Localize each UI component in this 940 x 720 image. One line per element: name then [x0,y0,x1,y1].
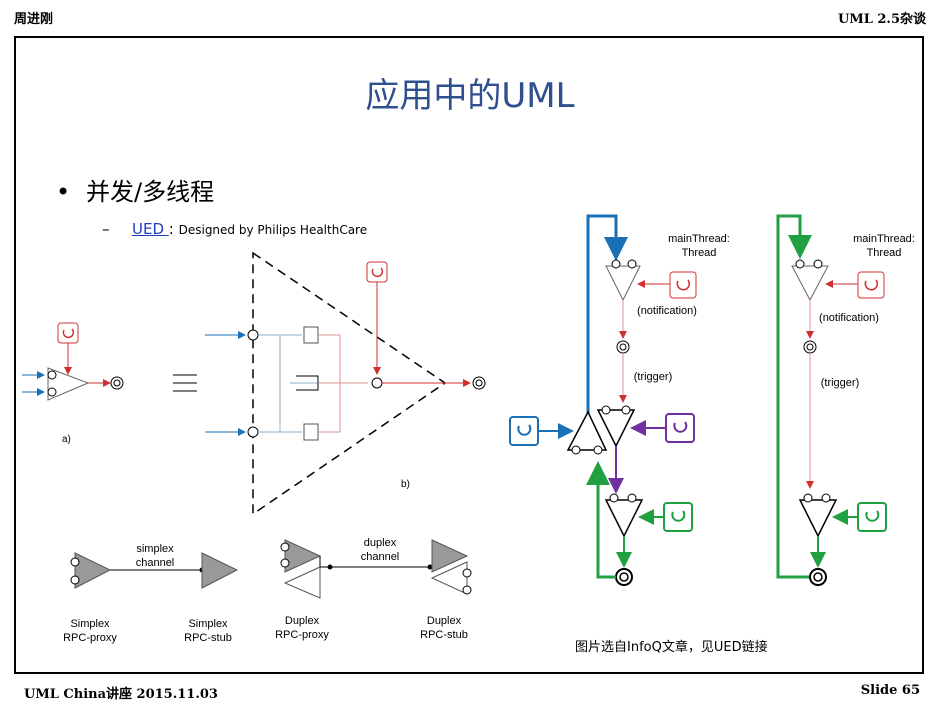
bullet-marker: • [56,178,71,206]
trigger-icon [857,271,885,299]
simplex-stub-label-1: Simplex [188,618,228,630]
header-topic: UML 2.5杂谈 [837,12,926,27]
main-thread-label-1: mainThread: [668,233,730,245]
sub-sep: : [168,220,179,238]
notification-label-1: (notification) [637,305,697,317]
diagram-b: b) [205,251,486,516]
sub-item: – UED : Designed by Philips HealthCare [102,220,367,238]
footer-event: UML China讲座 2015.11.03 [24,687,218,702]
sub-marker: – [102,220,110,238]
rpc-diagrams: simplex channel Simplex RPC-proxy Simple… [63,537,472,644]
slide-frame [14,36,924,674]
label-a: a) [62,434,71,445]
duplex-stub-label-1: Duplex [427,615,462,627]
port-icon [47,387,57,397]
header-author: 周进刚 [14,12,54,27]
trigger-icon [665,413,695,443]
label-b: b) [401,479,410,490]
sub-text: Designed by Philips HealthCare [178,223,368,237]
trigger-icon [669,271,697,299]
duplex-stub-label-2: RPC-stub [420,629,468,641]
trigger-label-1: (trigger) [634,371,673,383]
trigger-icon [57,322,79,344]
notification-label-2: (notification) [819,312,879,324]
slide-title: 应用中的UML [365,76,575,116]
diagram-a: a) [22,322,197,445]
simplex-channel-label-2: channel [136,557,175,569]
duplex-proxy-label-2: RPC-proxy [275,629,329,641]
duplex-proxy-label-1: Duplex [285,615,320,627]
bullet-item: • 并发/多线程 [56,172,214,207]
main-thread-label-2: Thread [682,247,717,259]
xor-port-icon [47,370,57,380]
trigger-icon [509,416,539,446]
cycle-icon [62,328,75,339]
simplex-proxy-label-2: RPC-proxy [63,632,117,644]
simplex-stub-label-2: RPC-stub [184,632,232,644]
trigger-icon [663,502,693,532]
bullet-text: 并发/多线程 [86,178,215,206]
thread-diagram-colored: mainThread: Thread (notification) (trigg… [509,214,730,586]
trigger-label-2: (trigger) [821,377,860,389]
footer-slide-number: Slide 65 [860,683,920,698]
thread-diagram-green: mainThread: Thread (notification) (trigg… [776,214,915,586]
duplex-channel-label-2: channel [361,551,400,563]
ued-link[interactable]: UED [132,220,169,238]
simplex-proxy-label-1: Simplex [70,618,110,630]
trigger-icon [366,261,388,283]
main-thread-label-4: Thread [867,247,902,259]
main-thread-label-3: mainThread: [853,233,915,245]
figure-caption: 图片选自InfoQ文章，见UED链接 [575,640,768,655]
duplex-channel-label-1: duplex [364,537,397,549]
simplex-channel-label-1: simplex [136,543,174,555]
trigger-icon [857,502,887,532]
